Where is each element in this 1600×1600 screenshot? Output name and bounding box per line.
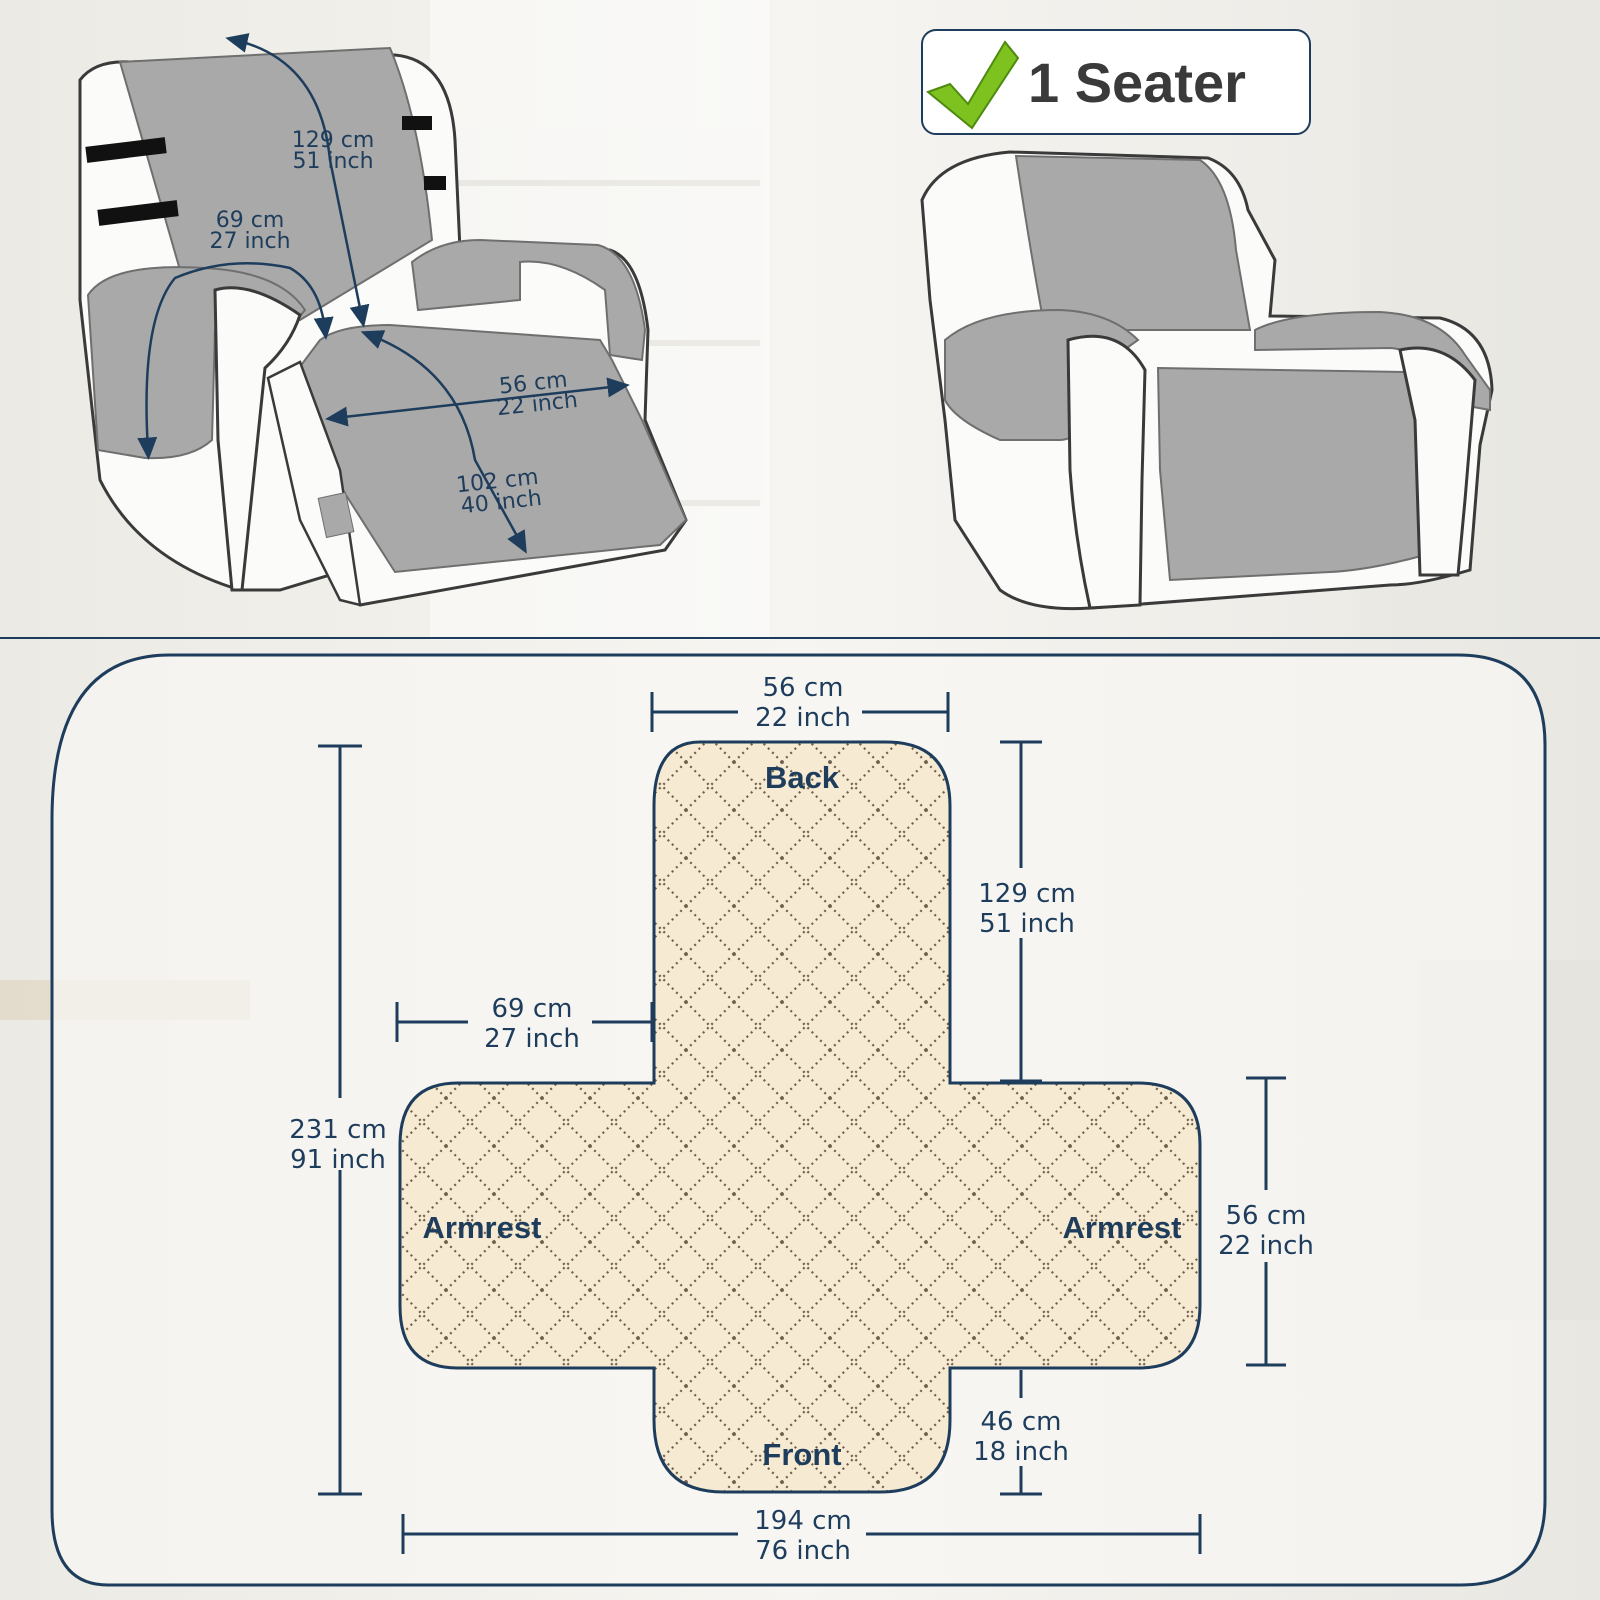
back-height-inch: 51 inch bbox=[979, 909, 1075, 939]
total-width-cm: 194 cm bbox=[754, 1506, 852, 1536]
seater-badge: 1 Seater bbox=[921, 29, 1311, 135]
zone-right-armrest-label: Armrest bbox=[1063, 1210, 1182, 1245]
zone-left-armrest-label: Armrest bbox=[423, 1210, 542, 1245]
seat-length-arrow bbox=[360, 330, 527, 554]
armrest-length-cm: 69 cm bbox=[216, 208, 285, 233]
armrest-length-arrow bbox=[137, 262, 334, 460]
armrest-width-cm: 56 cm bbox=[1226, 1201, 1307, 1231]
side-flap bbox=[317, 491, 355, 539]
covered-armchair-illustration bbox=[920, 150, 1494, 611]
armchair-right-arm-front bbox=[1398, 346, 1477, 577]
armrest-width-inch: 22 inch bbox=[1218, 1231, 1314, 1261]
front-drop-inch: 18 inch bbox=[973, 1437, 1069, 1467]
armrest-depth-inch: 27 inch bbox=[484, 1024, 580, 1054]
cover-layout-section: Back Front Armrest Armrest bbox=[50, 653, 1547, 1587]
total-width-inch: 76 inch bbox=[755, 1536, 851, 1566]
back-length-cm: 129 cm bbox=[292, 128, 375, 153]
top-width-inch: 22 inch bbox=[755, 703, 851, 733]
armrest-length-inch: 27 inch bbox=[209, 229, 290, 254]
recliner-dimension-illustration: 129 cm 51 inch 69 cm 27 inch 56 cm 22 in… bbox=[78, 33, 688, 607]
dimension-lines bbox=[318, 692, 1286, 1554]
strap bbox=[85, 137, 167, 163]
total-length-inch: 91 inch bbox=[290, 1145, 386, 1175]
front-drop-cm: 46 cm bbox=[981, 1407, 1062, 1437]
strap bbox=[97, 200, 179, 226]
total-length-cm: 231 cm bbox=[289, 1115, 387, 1145]
armchair-left-arm-front bbox=[1066, 334, 1147, 610]
badge-frame bbox=[921, 29, 1311, 135]
strap bbox=[402, 116, 432, 130]
back-length-inch: 51 inch bbox=[292, 149, 373, 174]
top-width-cm: 56 cm bbox=[763, 673, 844, 703]
armchair-back-cover bbox=[1014, 154, 1252, 331]
zone-back-label: Back bbox=[765, 760, 840, 795]
badge-label: 1 Seater bbox=[1028, 51, 1246, 114]
cover-layout-shape bbox=[398, 740, 1202, 1494]
back-length-arrow bbox=[225, 33, 370, 328]
check-icon bbox=[926, 40, 1020, 130]
armchair-seat-cover bbox=[1156, 366, 1427, 582]
back-height-cm: 129 cm bbox=[978, 879, 1076, 909]
zone-front-label: Front bbox=[762, 1437, 841, 1472]
strap bbox=[424, 176, 446, 190]
right-armrest-cover bbox=[410, 238, 647, 362]
armrest-depth-cm: 69 cm bbox=[492, 994, 573, 1024]
